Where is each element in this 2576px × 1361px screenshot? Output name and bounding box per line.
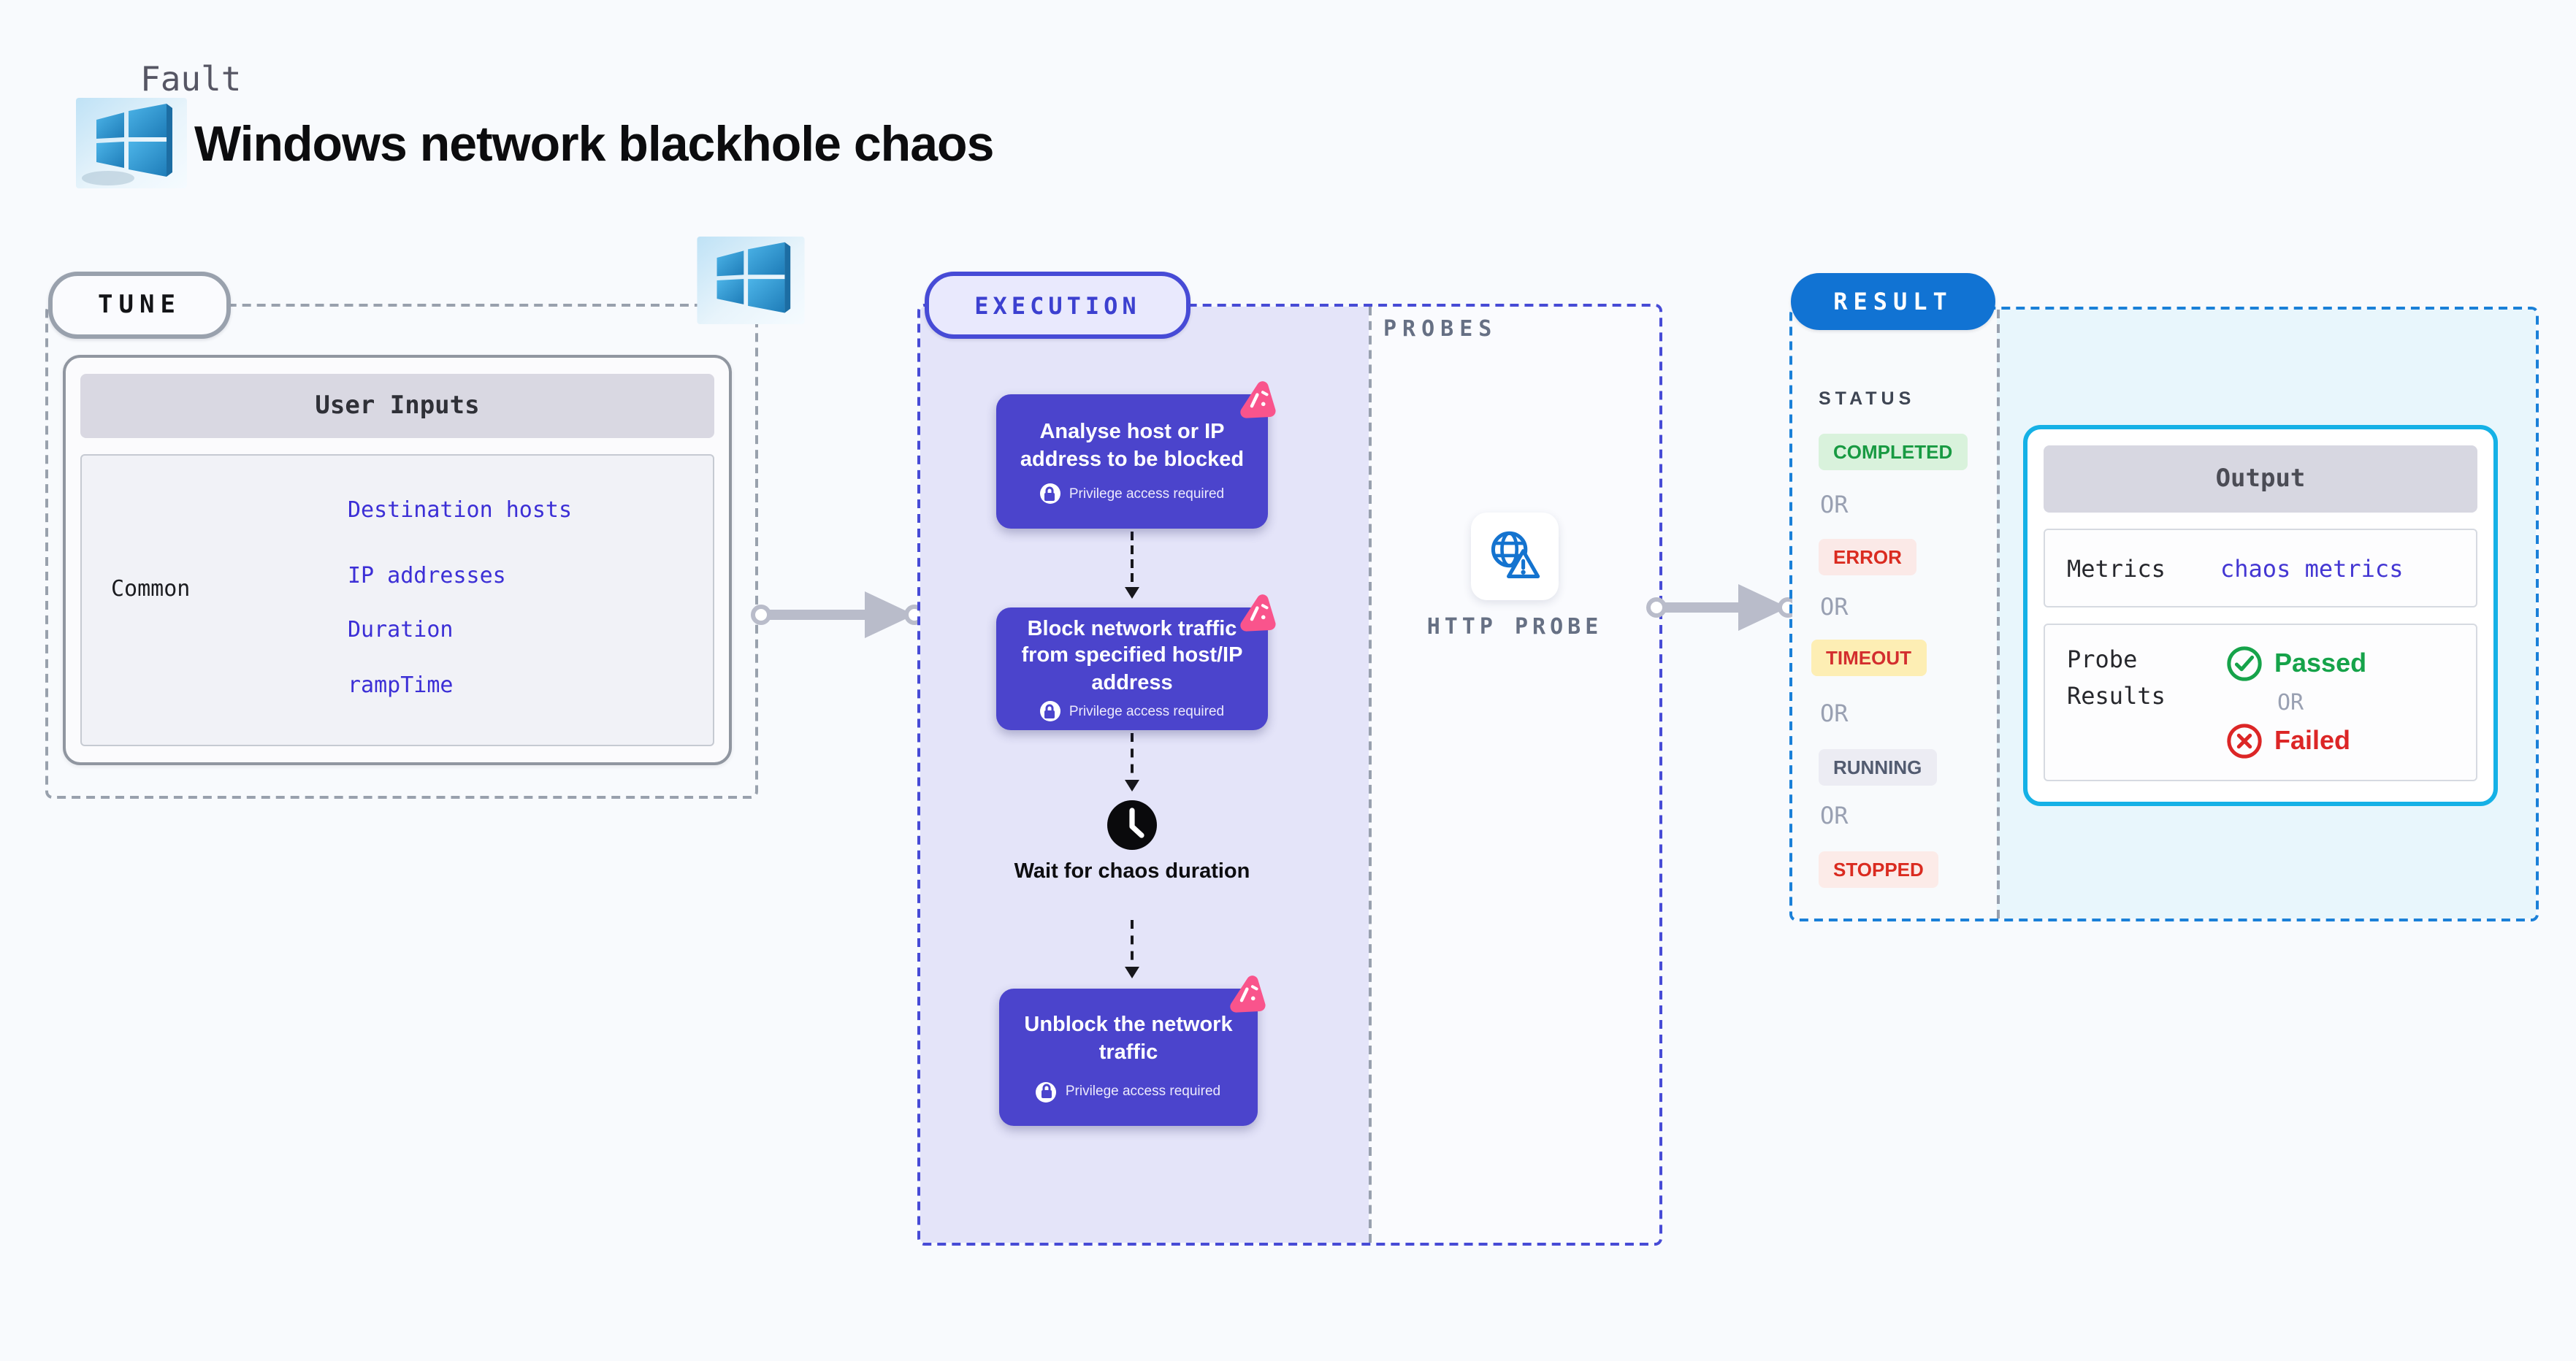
privilege-note: Privilege access required xyxy=(1065,1084,1221,1100)
status-badge-running: RUNNING xyxy=(1819,749,1937,786)
step-analyse-host: Analyse host or IP address to be blocked… xyxy=(996,381,1276,529)
probe-results-row: Probe Results Passed OR Failed xyxy=(2044,624,2477,781)
link-ip-addresses[interactable]: IP addresses xyxy=(348,562,506,589)
windows-logo-icon xyxy=(697,237,805,331)
probes-heading: PROBES xyxy=(1383,315,1498,342)
step-title: Analyse host or IP address to be blocked xyxy=(1020,420,1245,471)
probe-results-label: Probe Results xyxy=(2067,645,2166,710)
user-inputs-card: User Inputs Common Destination hosts IP … xyxy=(63,355,732,765)
result-badge: RESULT xyxy=(1791,273,1995,330)
lock-icon xyxy=(1036,1081,1057,1103)
step-title: Block network traffic from specified hos… xyxy=(1021,617,1243,695)
status-heading: STATUS xyxy=(1819,388,1916,409)
step-block-traffic: Block network traffic from specified hos… xyxy=(996,594,1276,730)
page-title: Windows network blackhole chaos xyxy=(194,117,994,172)
http-probe-card xyxy=(1471,513,1559,600)
step-title: Unblock the network traffic xyxy=(1024,1013,1233,1065)
metrics-row: Metrics chaos metrics xyxy=(2044,529,2477,607)
user-inputs-table: Common Destination hosts IP addresses Du… xyxy=(80,454,714,746)
chaos-experiment-icon xyxy=(1234,380,1278,431)
row-label-common: Common xyxy=(111,575,191,602)
flow-connector xyxy=(1125,920,1139,978)
passed-check-icon xyxy=(2227,646,2262,681)
lock-icon xyxy=(1039,483,1060,505)
clock-icon xyxy=(1106,799,1158,859)
link-destination-hosts[interactable]: Destination hosts xyxy=(348,497,573,523)
windows-logo-icon xyxy=(76,98,187,196)
or-separator: OR xyxy=(1820,593,1849,621)
chaos-experiment-icon xyxy=(1234,593,1278,644)
globe-warning-icon xyxy=(1491,531,1540,578)
failed-x-icon xyxy=(2227,724,2262,759)
or-separator: OR xyxy=(1820,491,1849,518)
arrow-probes-to-result xyxy=(1646,584,1798,631)
step-unblock-traffic: Unblock the network traffic Privilege ac… xyxy=(999,975,1266,1126)
privilege-note: Privilege access required xyxy=(1069,486,1225,502)
metrics-label: Metrics xyxy=(2067,554,2166,582)
status-zone xyxy=(1792,310,1997,919)
chaos-experiment-icon xyxy=(1224,974,1268,1025)
fault-eyebrow: Fault xyxy=(140,61,242,99)
output-card: Output Metrics chaos metrics Probe Resul… xyxy=(2023,425,2498,806)
failed-label: Failed xyxy=(2274,726,2351,755)
flow-connector xyxy=(1125,532,1139,599)
output-title: Output xyxy=(2044,445,2477,513)
probes-zone xyxy=(1369,307,1659,1243)
or-separator: OR xyxy=(1820,699,1849,727)
status-badge-completed: COMPLETED xyxy=(1819,434,1968,470)
link-duration[interactable]: Duration xyxy=(348,616,454,643)
user-inputs-title: User Inputs xyxy=(80,374,714,438)
chaos-metrics-link[interactable]: chaos metrics xyxy=(2220,554,2404,582)
status-badge-stopped: STOPPED xyxy=(1819,851,1938,888)
or-separator: OR xyxy=(1820,802,1849,829)
flow-connector xyxy=(1125,733,1139,791)
link-ramptime[interactable]: rampTime xyxy=(348,672,454,698)
wait-step-label: Wait for chaos duration xyxy=(1014,860,1250,883)
or-separator: OR xyxy=(2277,689,2304,716)
tune-badge: TUNE xyxy=(48,272,231,339)
passed-label: Passed xyxy=(2274,648,2367,678)
tune-section-box xyxy=(45,304,758,799)
status-badge-error: ERROR xyxy=(1819,539,1916,575)
arrow-tune-to-execution xyxy=(751,591,925,638)
execution-badge: EXECUTION xyxy=(925,272,1190,339)
privilege-note: Privilege access required xyxy=(1069,703,1225,720)
status-badge-timeout: TIMEOUT xyxy=(1811,640,1926,676)
http-probe-label: HTTP PROBE xyxy=(1426,613,1603,640)
lock-icon xyxy=(1039,701,1060,722)
